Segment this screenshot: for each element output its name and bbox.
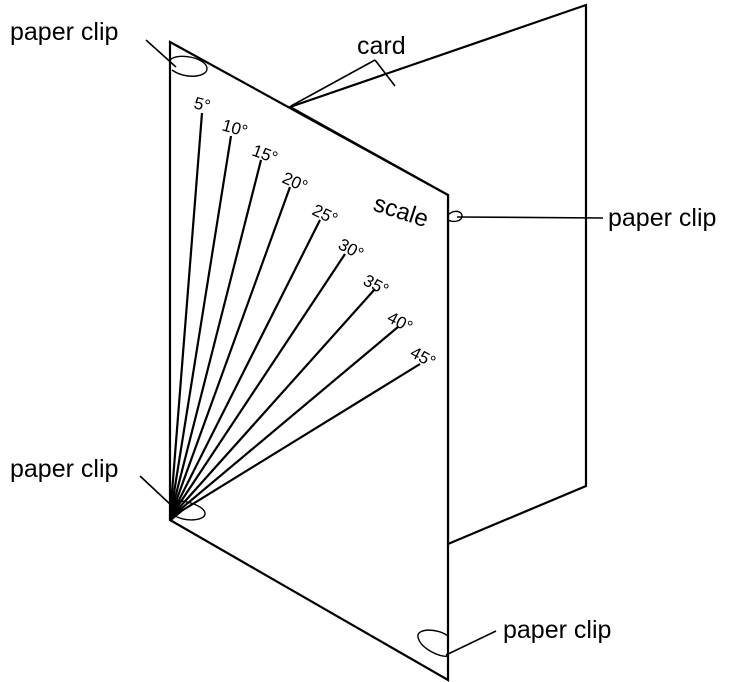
paper-clip-leader (145, 39, 177, 68)
ray-15 (168, 159, 263, 519)
paper-clip-leader (456, 216, 604, 219)
paper-clip-label-left: paper clip (10, 455, 118, 483)
paper-clip-label-right: paper clip (608, 204, 716, 232)
ray-25 (169, 219, 321, 519)
paper-clip-label-bottom: paper clip (503, 616, 611, 644)
paper-clip-icon (417, 629, 449, 657)
card-label: card (357, 32, 406, 60)
ray-5 (168, 112, 204, 519)
angle-rays (168, 112, 421, 522)
scale-panel (168, 40, 450, 682)
ray-35 (169, 288, 376, 519)
ray-vertex (170, 500, 182, 522)
paper-clip-label-top-left: paper clip (10, 18, 118, 46)
paper-clip-icon (447, 210, 463, 223)
card-pointer (290, 59, 376, 107)
paper-clip-icon (169, 500, 206, 521)
paper-clip-leader (139, 475, 172, 506)
paper-clip-leader (445, 630, 497, 656)
ray-10 (168, 135, 233, 519)
ray-20 (168, 186, 292, 519)
ray-45 (169, 363, 421, 519)
paper-clip-icon (169, 55, 208, 77)
ray-40 (169, 326, 399, 519)
card-pointer (374, 59, 396, 87)
angle-label-5: 5° (192, 93, 212, 115)
ray-30 (169, 253, 346, 519)
